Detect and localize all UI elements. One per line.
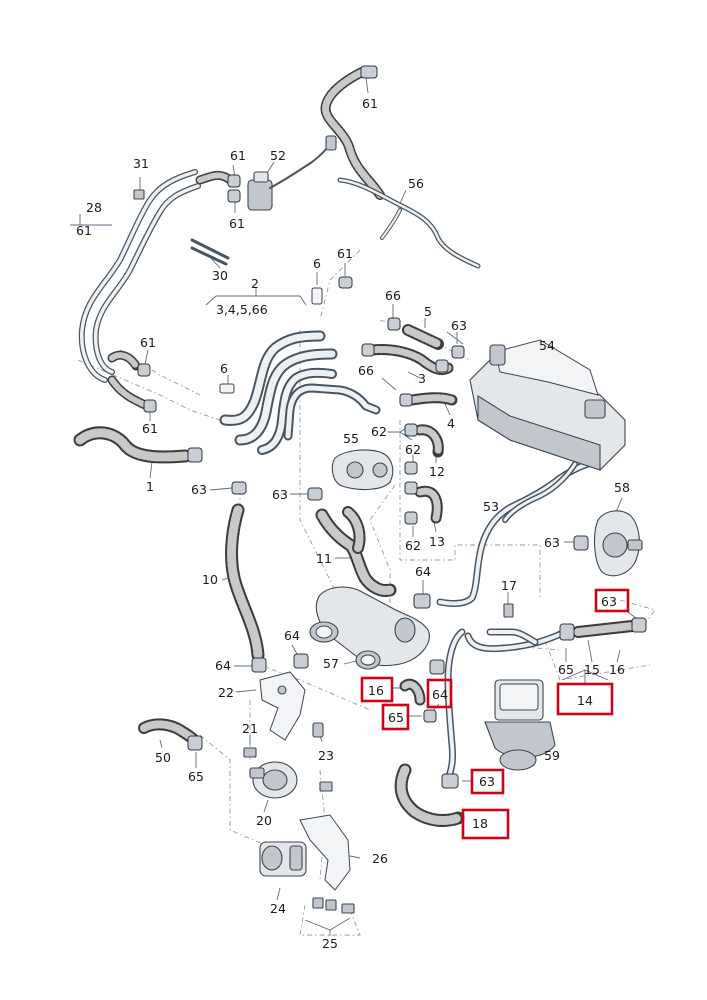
callout-62c: 62	[405, 538, 421, 553]
callout-65a: 65	[558, 662, 574, 677]
callout-31: 31	[133, 156, 149, 171]
callout-50: 50	[155, 750, 171, 765]
callout-21: 21	[242, 721, 258, 736]
highlight-63-right	[594, 588, 630, 613]
rigid-pipes	[78, 169, 609, 784]
callout-13: 13	[429, 534, 445, 549]
callout-61: 61	[362, 96, 378, 111]
callout-58: 58	[614, 480, 630, 495]
callout-10: 10	[202, 572, 218, 587]
callout-6: 6	[313, 256, 321, 271]
callout-61g: 61	[142, 421, 158, 436]
leader-lines	[70, 77, 637, 936]
callout-20: 20	[256, 813, 272, 828]
callout-65b: 65	[388, 710, 404, 725]
callout-18: 18	[472, 816, 488, 831]
highlight-14	[556, 682, 614, 716]
callout-61f: 61	[140, 335, 156, 350]
highlight-18	[461, 808, 510, 840]
callout-15: 15	[584, 662, 600, 677]
callout-53: 53	[483, 499, 499, 514]
callout-66a: 66	[385, 288, 401, 303]
callout-56: 56	[408, 176, 424, 191]
callout-63f: 63	[479, 774, 495, 789]
highlight-boxes	[360, 588, 630, 840]
callout-62b: 62	[405, 442, 421, 457]
callout-63b: 63	[191, 482, 207, 497]
callout-64b: 64	[284, 628, 300, 643]
callout-4: 4	[447, 416, 455, 431]
callout-12: 12	[429, 464, 445, 479]
callout-57: 57	[323, 656, 339, 671]
highlight-16	[360, 676, 394, 703]
callout-16b: 16	[368, 683, 384, 698]
callout-55: 55	[343, 431, 359, 446]
callout-17: 17	[501, 578, 517, 593]
callout-16: 16	[609, 662, 625, 677]
callout-64d: 64	[432, 687, 448, 702]
clamps	[137, 65, 647, 789]
callout-5: 5	[424, 304, 432, 319]
callout-63a: 63	[451, 318, 467, 333]
callout-30: 30	[212, 268, 228, 283]
callout-3: 3	[418, 371, 426, 386]
callout-62a: 62	[371, 424, 387, 439]
callout-63d: 63	[544, 535, 560, 550]
callout-61e: 61	[337, 246, 353, 261]
callout-61c: 61	[229, 216, 245, 231]
callout-1: 1	[146, 479, 154, 494]
callout-64a: 64	[415, 564, 431, 579]
callout-11: 11	[316, 551, 332, 566]
callout-24: 24	[270, 901, 286, 916]
highlight-64	[426, 678, 453, 709]
callout-52: 52	[270, 148, 286, 163]
callout-14: 14	[577, 693, 593, 708]
hoses	[73, 67, 638, 827]
callout-28: 28	[86, 200, 102, 215]
callout-23: 23	[318, 748, 334, 763]
highlight-65	[381, 703, 410, 731]
callout-66b: 66	[358, 363, 374, 378]
callout-22: 22	[218, 685, 234, 700]
callout-63c: 63	[272, 487, 288, 502]
callout-26: 26	[372, 851, 388, 866]
callout-25: 25	[322, 936, 338, 951]
callout-54: 54	[539, 338, 555, 353]
callout-65c: 65	[188, 769, 204, 784]
callout-63e: 63	[601, 594, 617, 609]
highlight-63-lower	[470, 768, 505, 795]
callout-61d: 61	[76, 223, 92, 238]
callout-61b: 61	[230, 148, 246, 163]
callout-numbers: 61 31 52 56 61 61 28 61 30 6 61 2 3,4,5,…	[76, 96, 630, 951]
components	[133, 135, 643, 914]
callout-2-subparts: 3,4,5,66	[216, 302, 268, 317]
callout-59: 59	[544, 748, 560, 763]
callout-6b: 6	[220, 361, 228, 376]
callout-2: 2	[251, 276, 259, 291]
callout-64c: 64	[215, 658, 231, 673]
